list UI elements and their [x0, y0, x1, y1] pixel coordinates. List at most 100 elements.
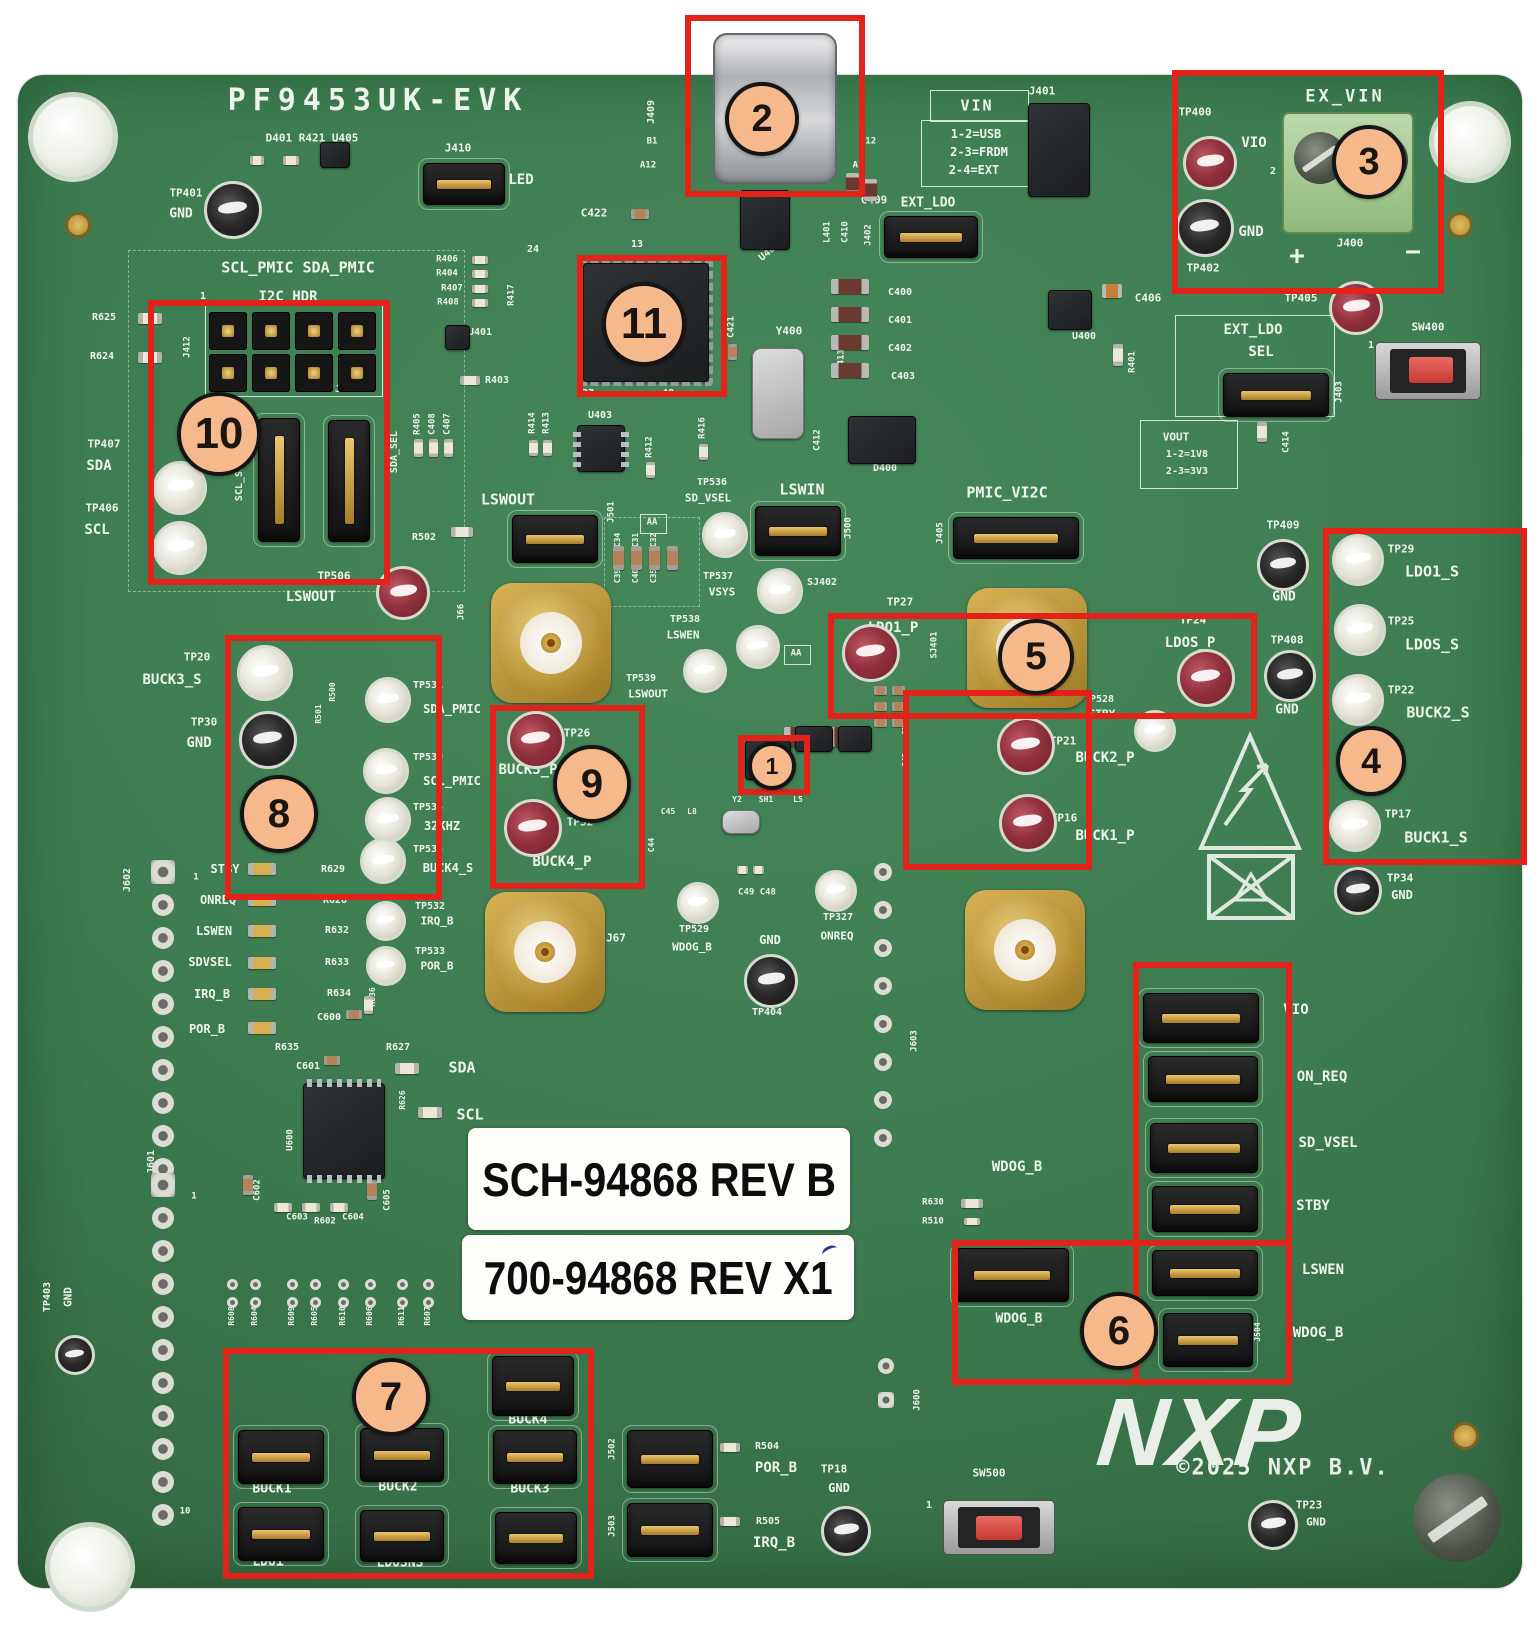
- copyright-text: ©2025 NXP B.V.: [1176, 1455, 1390, 1481]
- through-hole-pad: [152, 1273, 174, 1295]
- annotation-box: [903, 690, 1092, 870]
- silk-label-lswen: LSWEN: [666, 628, 700, 642]
- silk-label-gnd: GND: [1306, 1515, 1326, 1529]
- silk-label-gnd: GND: [1238, 224, 1264, 240]
- silk-label-sda-sel: SDA_SEL: [389, 430, 400, 474]
- silk-label-buck3: BUCK3: [510, 1481, 550, 1497]
- passive-component: [612, 546, 624, 570]
- silkscreen-outline: [128, 250, 465, 592]
- passive-component: [961, 1198, 983, 1208]
- silk-label-pmic-vi2c: PMIC_VI2C: [966, 483, 1048, 502]
- silkscreen-outline: [640, 514, 667, 534]
- silk-label-r510: R510: [922, 1216, 944, 1227]
- silk-label-c401: C401: [887, 315, 913, 326]
- through-hole-pad: [152, 1504, 174, 1526]
- silk-label-r403: R403: [484, 375, 510, 386]
- silk-label-lswout: LSWOUT: [480, 490, 536, 509]
- passive-component: [472, 270, 488, 278]
- test-point-tp29: [1332, 534, 1384, 586]
- through-hole-pad: [874, 977, 892, 995]
- silk-label-gnd: GND: [1391, 888, 1413, 902]
- ic-u401: [445, 325, 470, 350]
- passive-component: [873, 685, 887, 695]
- through-hole-pad: [878, 1392, 894, 1408]
- silk-label-ldos-p: LDOS_P: [1164, 635, 1216, 651]
- silk-label-tp21: TP21: [1049, 734, 1077, 748]
- silk-label-c407: C407: [442, 413, 453, 435]
- silk-label-c35: C35: [649, 568, 658, 584]
- passive-component: [873, 701, 887, 711]
- silk-label-por-b: POR_B: [420, 959, 454, 973]
- passive-component: [863, 179, 877, 201]
- silk-label-r634: R634: [326, 988, 352, 999]
- silk-label-a1: A1: [852, 160, 864, 171]
- passive-component: [472, 285, 488, 293]
- header-pin: [338, 312, 376, 350]
- passive-component: [698, 444, 708, 460]
- silk-label-r626: R626: [398, 1090, 407, 1110]
- annotation-box: [828, 613, 1257, 719]
- passive-component: [413, 439, 423, 457]
- silk-label-lswen: LSWEN: [1301, 1262, 1345, 1278]
- passive-component: [891, 717, 905, 727]
- silk-label-tp538: TP538: [669, 614, 701, 625]
- silk-label-tp34: TP34: [1386, 871, 1414, 885]
- ic-u403: [573, 425, 629, 472]
- through-hole-pad: [152, 1092, 174, 1114]
- silk-label-tp407: TP407: [87, 437, 121, 451]
- through-hole-pad: [152, 993, 174, 1015]
- silk-label-sdvsel: SDVSEL: [188, 955, 232, 969]
- through-hole-pad: [152, 1372, 174, 1394]
- passive-component: [1257, 422, 1267, 442]
- test-point-tp25: [1334, 604, 1386, 656]
- silk-label-irq-b: IRQ_B: [752, 1535, 796, 1551]
- silk-label-2-4-ext: 2-4=EXT: [948, 163, 1000, 177]
- passive-component: [451, 527, 473, 537]
- through-hole-pad: [874, 863, 892, 881]
- passive-component: [395, 1062, 419, 1074]
- through-hole-pad: [152, 1026, 174, 1048]
- callout-3: 3: [1332, 125, 1406, 199]
- jumper-j503-irq-b: [622, 1498, 718, 1562]
- callout-4: 4: [1336, 726, 1406, 796]
- silk-label-j602: J602: [122, 867, 133, 893]
- silk-label-buck4-s: BUCK4_S: [422, 861, 474, 875]
- silk-label-tp528: TP528: [1083, 694, 1115, 705]
- test-point-tp403: [55, 1335, 95, 1375]
- jumper-buck2: [355, 1423, 449, 1487]
- jumper-wdog-b-right: [1158, 1308, 1258, 1372]
- silk-label-r630: R630: [922, 1197, 944, 1208]
- silk-label-1: 1: [193, 872, 199, 883]
- passive-component: [648, 546, 660, 570]
- silk-label-13: 13: [630, 239, 644, 250]
- silk-label-tp530: TP530: [412, 752, 444, 763]
- callout-11: 11: [602, 282, 686, 366]
- silk-label-c605: C605: [382, 1189, 393, 1211]
- header-pin: [295, 354, 333, 392]
- esd-protect-symbol-icon: [1207, 854, 1295, 920]
- jumper-lswen: [1147, 1245, 1263, 1301]
- silk-label-j600: J600: [912, 1389, 923, 1411]
- callout-7: 7: [352, 1358, 430, 1436]
- silk-label-r417: R417: [506, 284, 517, 306]
- passive-component: [831, 334, 869, 350]
- silk-label-buck4: BUCK4: [508, 1412, 548, 1428]
- test-point-tp27: [842, 624, 900, 682]
- silk-label-tp537: TP537: [702, 571, 734, 582]
- test-point-tp34: [1334, 867, 1382, 915]
- silk-label--: −: [1405, 237, 1421, 267]
- passive-component: [831, 306, 869, 322]
- sw400-button: [1375, 342, 1481, 400]
- annotation-box: [1172, 70, 1444, 294]
- silk-label-a12: A12: [639, 160, 657, 171]
- board-rev-sticker: 700-94868 REV X1: [462, 1235, 854, 1320]
- annotation-box: [685, 15, 865, 197]
- silk-label-1: 1: [199, 291, 207, 302]
- silk-label-tp24: TP24: [1179, 613, 1207, 627]
- through-hole-pad: [249, 1296, 261, 1308]
- silk-label-ext-ldo: EXT_LDO: [1223, 322, 1283, 338]
- passive-component: [964, 1217, 980, 1225]
- annotation-box: [225, 635, 442, 900]
- jumper-vio: [1138, 988, 1264, 1048]
- callout-6: 6: [1080, 1292, 1158, 1370]
